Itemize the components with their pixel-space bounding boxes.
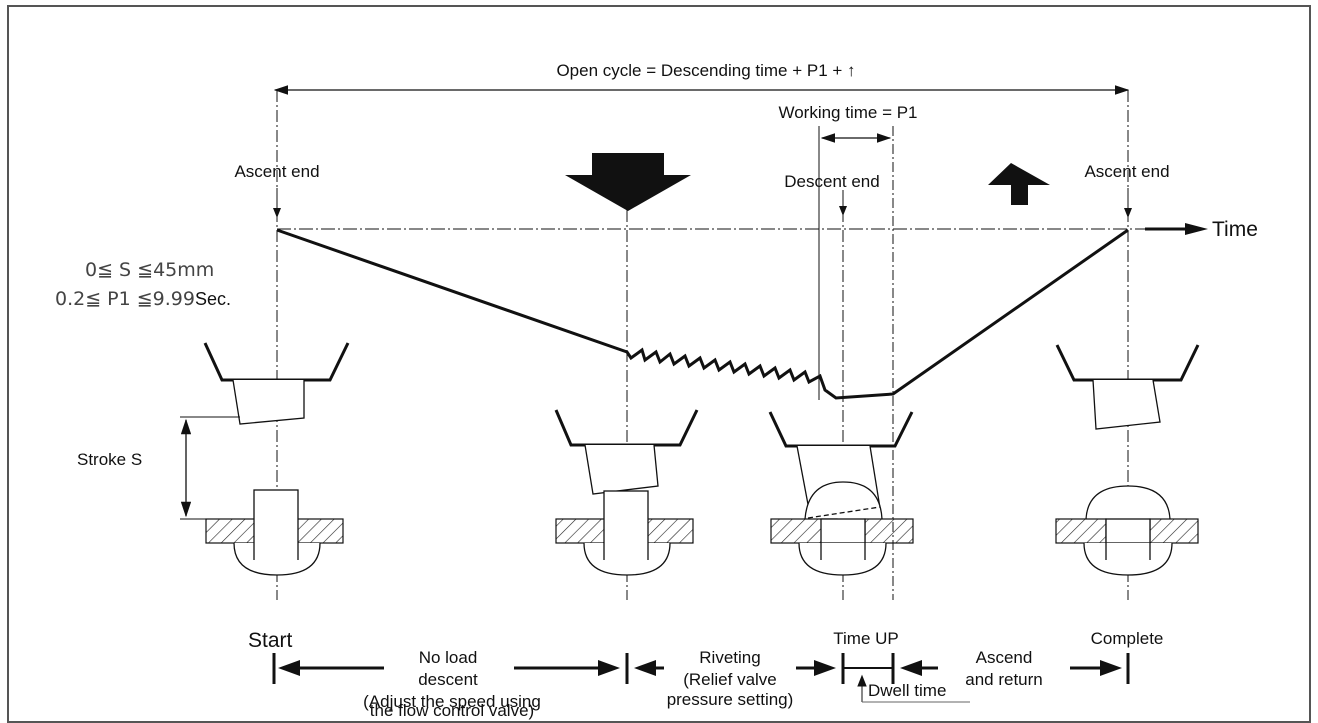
no-load-line2: descent <box>418 670 478 689</box>
diagram-frame <box>7 5 1311 723</box>
descent-end-marker <box>839 192 847 216</box>
ascend-line2: and return <box>965 670 1043 689</box>
center-lines <box>276 90 1129 600</box>
riveting-line2: (Relief valve <box>683 670 777 689</box>
complete-label: Complete <box>1091 629 1164 648</box>
ascent-end-right-marker <box>1124 188 1132 218</box>
riveting-line3: pressure setting) <box>667 690 794 709</box>
tool-complete-illustration <box>1055 344 1200 576</box>
time-up-label: Time UP <box>833 629 899 648</box>
large-up-arrow-icon <box>988 163 1050 205</box>
ascend-line1: Ascend <box>976 648 1033 667</box>
no-load-line4: the flow control valve) <box>370 701 534 720</box>
time-arrow <box>1145 223 1208 235</box>
descent-end-label: Descent end <box>784 172 879 191</box>
range-s-label: 0≦ S ≦45mm <box>85 259 214 281</box>
dwell-time-pointer <box>857 674 970 703</box>
open-cycle-label: Open cycle = Descending time + P1 + ↑ <box>556 61 855 80</box>
riveting-line1: Riveting <box>699 648 760 667</box>
phase-bars <box>272 653 1130 684</box>
no-load-line1: No load <box>419 648 478 667</box>
open-cycle-dimension: Open cycle = Descending time + P1 + ↑ <box>273 61 1130 95</box>
motion-profile-line <box>276 228 1129 400</box>
no-load-line3: (Adjust the speed using <box>363 692 541 711</box>
range-p1-label: 0.2≦ P1 ≦9.99Sec. <box>55 288 231 310</box>
ascent-end-right-label: Ascent end <box>1084 162 1169 181</box>
stroke-label: Stroke S <box>77 450 142 469</box>
ascent-end-left-marker <box>273 188 281 218</box>
working-time-dimension: Working time = P1 <box>778 103 918 600</box>
working-time-label: Working time = P1 <box>778 103 917 122</box>
tool-riveting-illustration <box>768 411 914 576</box>
large-down-arrow-icon <box>565 153 691 211</box>
dwell-time-label: Dwell time <box>868 681 946 700</box>
tool-descent-illustration <box>554 409 699 576</box>
tool-start-illustration <box>180 342 350 576</box>
ascent-end-left-label: Ascent end <box>234 162 319 181</box>
start-label: Start <box>248 629 293 652</box>
time-label: Time <box>1212 218 1258 241</box>
